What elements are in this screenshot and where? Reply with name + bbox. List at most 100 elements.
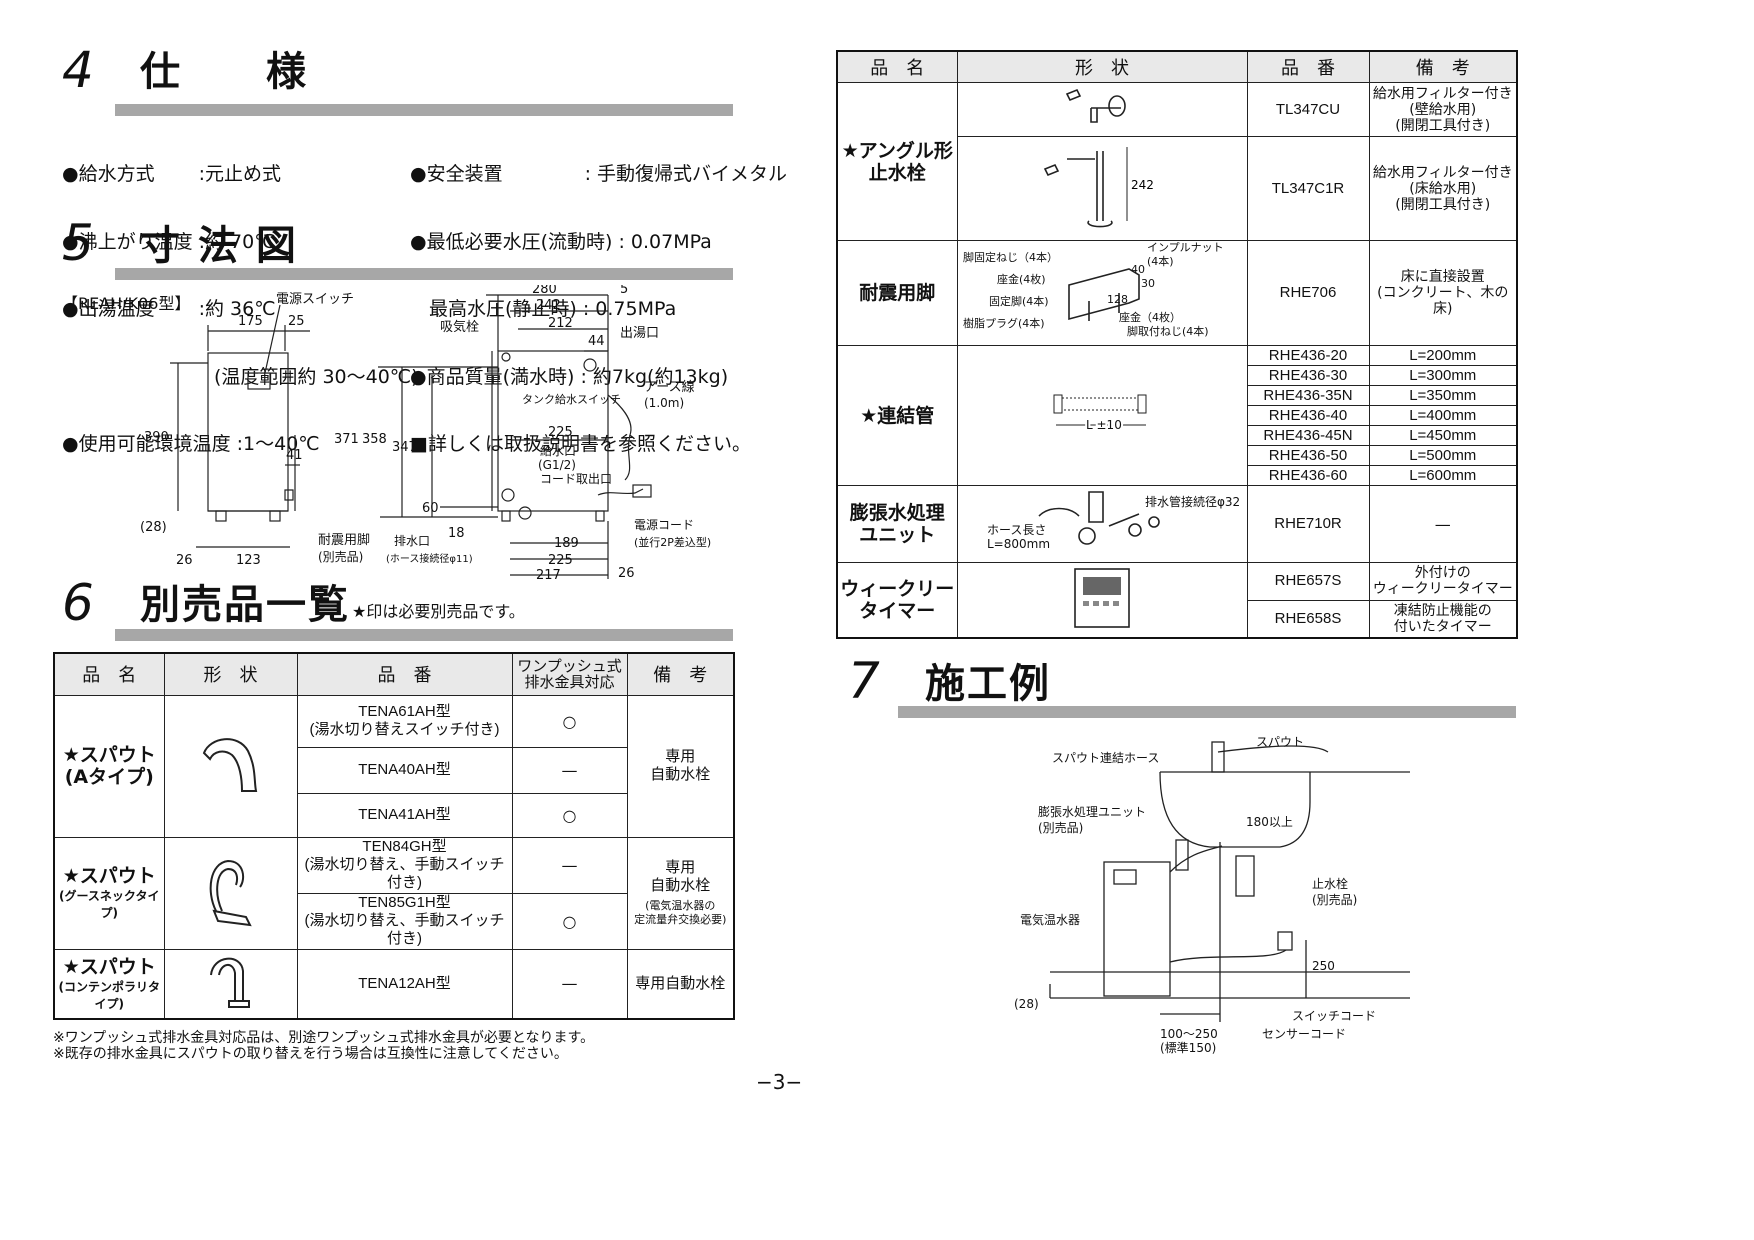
dim-label: (G1/2) — [538, 458, 576, 472]
angle-valve-wall-illustration — [956, 82, 1248, 137]
dim-label: 60 — [422, 501, 439, 516]
onepush-flag: — — [511, 746, 628, 794]
product-name: ★スパウト — [62, 865, 156, 887]
dim-label: 18 — [448, 526, 465, 541]
install-label: スパウト — [1256, 735, 1304, 749]
pipe-illustration: L ±10 — [956, 345, 1248, 486]
footnote: ※既存の排水金具にスパウトの取り替えを行う場合は互換性に注意してください。 — [53, 1046, 568, 1062]
install-label: (別売品) — [1038, 820, 1083, 835]
dim-label: 44 — [588, 334, 605, 349]
leg-label: 30 — [1141, 277, 1155, 290]
dim-label: 280 — [532, 285, 557, 297]
part-number: TEN85G1H型 (湯水切り替え、手動スイッチ付き) — [296, 892, 513, 950]
section-6-title: 別売品一覧 — [140, 582, 350, 628]
leg-label: (4本) — [1147, 254, 1174, 268]
pipe-icon: L ±10 — [1053, 394, 1147, 434]
install-label: 止水栓 — [1312, 876, 1348, 891]
onepush-flag: ○ — [511, 792, 628, 838]
dim-label: 給水口 — [540, 444, 576, 458]
remark: 給水用フィルター付き (壁給水用) (開閉工具付き) — [1368, 82, 1518, 137]
dim-label: 225 — [548, 425, 573, 440]
spec-line: ●沸上がり温度 :約 70℃ — [62, 230, 276, 253]
spout-icon — [202, 738, 257, 792]
spec-line: ●給水方式 :元止め式 — [62, 163, 282, 185]
section-5-bar — [115, 268, 733, 280]
part-number: RHE436-45N — [1246, 425, 1370, 446]
part-number: RHE658S — [1246, 599, 1370, 639]
section-5-number: 5 — [62, 214, 94, 272]
onepush-flag: ○ — [511, 892, 628, 950]
spec-line: ●使用可能環境温度 :1～40℃ — [62, 433, 320, 455]
dim-label: タンク給水スイッチ — [522, 392, 621, 406]
remark: L=500mm — [1368, 445, 1518, 466]
dimension-drawing: 電源スイッチ 175 25 390 41 (28) 26 123 耐震用脚 (別… — [140, 285, 711, 583]
part-number: TENA41AH型 — [296, 792, 513, 838]
product-name: ★アングル形 止水栓 — [836, 82, 958, 241]
spout-gooseneck-illustration — [163, 836, 298, 950]
part-number: TL347CU — [1246, 82, 1370, 137]
install-label: センサーコード — [1262, 1027, 1346, 1041]
install-label: (標準150) — [1160, 1040, 1216, 1055]
product-name-cell: ★スパウト (コンテンポラリタイプ) — [53, 948, 165, 1020]
part-number: RHE436-60 — [1246, 465, 1370, 486]
part-number: RHE436-50 — [1246, 445, 1370, 466]
part-number: RHE436-35N — [1246, 385, 1370, 406]
remark: 専用 自動水栓 — [626, 694, 735, 838]
col-header: 品 名 — [836, 50, 958, 83]
pipe-label: L ±10 — [1086, 418, 1122, 432]
dim-label: 5 — [620, 285, 628, 297]
section-7-bar — [898, 706, 1516, 718]
remark-cell: 専用 自動水栓 (電気温水器の 定流量弁交換必要) — [626, 836, 735, 950]
exp-label: ホース長さ — [987, 523, 1046, 537]
product-name: 耐震用脚 — [836, 240, 958, 346]
product-name: ★スパウト — [62, 955, 156, 978]
section-7-number: 7 — [848, 652, 880, 710]
part-number: RHE436-40 — [1246, 405, 1370, 426]
install-label: (別売品) — [1312, 892, 1357, 907]
product-name: ★連結管 — [836, 345, 958, 486]
leg-label: インプルナット — [1147, 241, 1224, 254]
install-label: スパウト連結ホース — [1052, 751, 1159, 765]
section-4-number: 4 — [62, 41, 94, 99]
leg-icon: 脚固定ねじ（4本） 座金(4枚) 固定脚(4本) 樹脂プラグ(4本) インプルナ… — [963, 241, 1224, 338]
remark-detail: (電気温水器の 定流量弁交換必要) — [634, 899, 727, 926]
remark: 外付けの ウィークリータイマー — [1368, 562, 1518, 601]
section-6-note: ★印は必要別売品です。 — [352, 602, 525, 621]
section-7-title: 施工例 — [925, 661, 1051, 707]
page-number: −3− — [756, 1070, 803, 1094]
product-name: ウィークリー タイマー — [836, 562, 958, 639]
product-subname: (コンテンポラリタイプ) — [58, 979, 161, 1011]
remark: L=450mm — [1368, 425, 1518, 446]
remark: L=300mm — [1368, 365, 1518, 386]
seismic-leg-illustration: 脚固定ねじ（4本） 座金(4枚) 固定脚(4本) 樹脂プラグ(4本) インプルナ… — [956, 240, 1248, 346]
dim-label: 26 — [618, 566, 635, 581]
footnote: ※ワンプッシュ式排水金具対応品は、別途ワンプッシュ式排水金具が必要となります。 — [53, 1030, 595, 1046]
dim-label: 電源コード — [634, 518, 694, 532]
part-number: RHE706 — [1246, 240, 1370, 346]
remark: L=200mm — [1368, 345, 1518, 366]
leg-label: 脚取付ねじ(4本) — [1127, 324, 1209, 338]
install-label: 180以上 — [1246, 815, 1293, 829]
dim-label: 189 — [554, 536, 579, 551]
part-number: TEN84GH型 (湯水切り替え、手動スイッチ付き) — [296, 836, 513, 894]
dim-label: 217 — [536, 568, 561, 583]
spout-a-illustration — [163, 694, 298, 838]
valve-icon — [1065, 88, 1126, 123]
valve-icon: 242 — [1043, 146, 1154, 227]
leg-label: 樹脂プラグ(4本) — [963, 316, 1045, 330]
product-name: ★スパウト (Aタイプ) — [53, 694, 165, 838]
leg-label: 座金(4枚) — [997, 272, 1046, 286]
leg-label: 128 — [1107, 293, 1128, 306]
dim-label: 123 — [236, 553, 261, 568]
model-label: 【REAH/K06型】 — [62, 294, 191, 313]
leg-label: 座金（4枚） — [1119, 310, 1181, 324]
part-number: TL347C1R — [1246, 136, 1370, 241]
dim-label: (ホース接続径φ11) — [386, 552, 473, 565]
accessory-table-left: 品 名 形 状 品 番 ワンプッシュ式 排水金具対応 備 考 ★スパウト (Aタ… — [53, 652, 735, 1020]
dim-label: 390 — [144, 430, 169, 445]
dim-label: (並行2P差込型) — [634, 535, 711, 549]
dim-label: 吸気栓 — [440, 319, 479, 335]
section-4-bar — [115, 104, 733, 116]
dim-label: (1.0m) — [644, 396, 684, 410]
dim-label: コード取出口 — [540, 472, 612, 486]
